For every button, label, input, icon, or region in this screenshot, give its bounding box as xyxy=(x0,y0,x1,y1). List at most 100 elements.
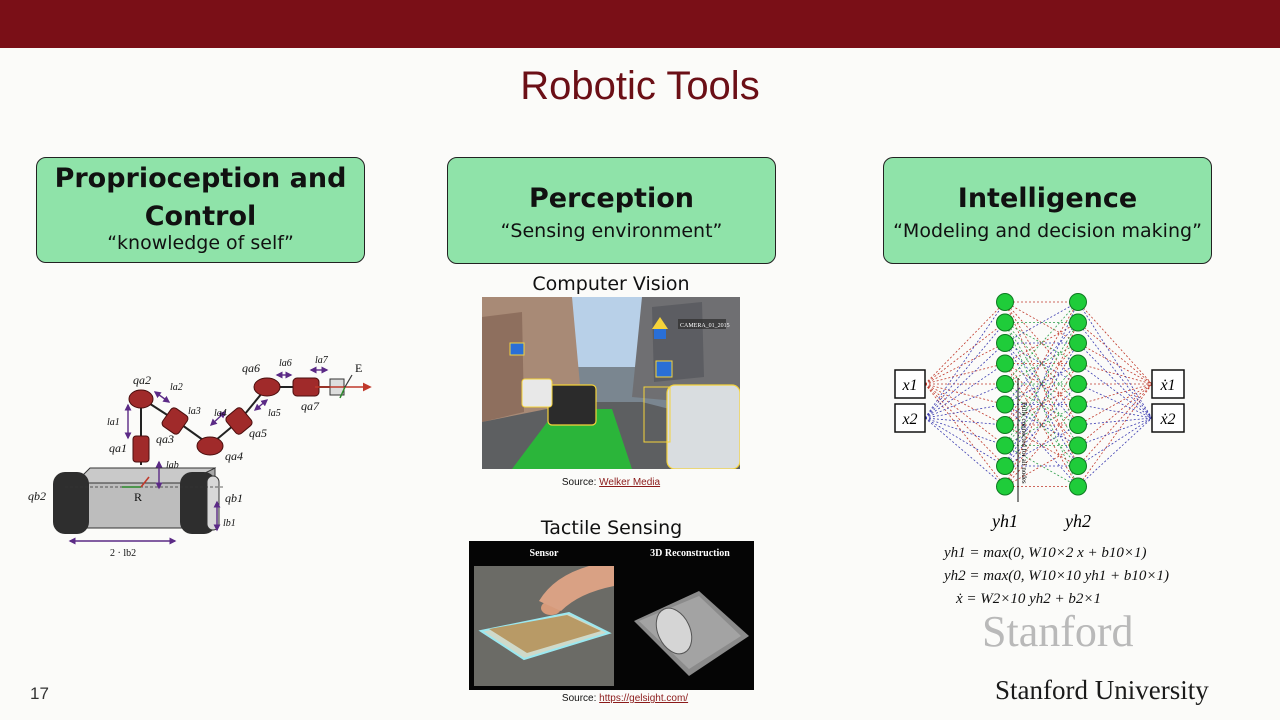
nn-edge xyxy=(924,301,1006,419)
nn-edge xyxy=(1077,322,1153,385)
nn-edge xyxy=(924,383,1006,446)
equation-3: ẋ = W2×10 yh2 + b2×1 xyxy=(956,591,1102,607)
nn-connection-note: Fully connected for all nodes xyxy=(1020,402,1028,484)
robot-joints xyxy=(128,377,320,463)
robot-base xyxy=(53,467,225,534)
nn-edge xyxy=(924,363,1006,385)
nn-node-layer1 xyxy=(996,395,1014,414)
nn-node-layer2 xyxy=(1069,293,1087,311)
nn-node-layer2 xyxy=(1069,354,1087,373)
equation-1: yh1 = max(0, W10×2 x + b10×1) xyxy=(944,545,1147,561)
proprioception-heading-line1: Proprioception and xyxy=(54,163,347,194)
label-la5: la5 xyxy=(268,408,281,419)
tactile-source-prefix: Source: xyxy=(561,693,600,704)
label-la1: la1 xyxy=(107,417,120,428)
label-la4: la4 xyxy=(214,408,227,419)
tactile-sensor-label: Sensor xyxy=(530,548,559,559)
nn-node-layer2 xyxy=(1069,416,1087,434)
label-R: R xyxy=(134,490,142,504)
nn-nodes xyxy=(996,293,1087,496)
nn-edge xyxy=(1004,322,1079,487)
output-xdot1: ẋ1 xyxy=(1159,377,1175,394)
top-banner xyxy=(0,0,1280,48)
nn-edge xyxy=(1004,301,1079,467)
output-box-xdot1 xyxy=(1151,369,1185,399)
nn-edge xyxy=(1077,383,1153,405)
nn-edge xyxy=(924,383,1006,426)
nn-node-layer1 xyxy=(996,436,1014,455)
nn-edge xyxy=(1077,417,1153,487)
nn-edge xyxy=(924,417,1006,426)
nn-edge xyxy=(1004,445,1079,487)
nn-node-layer1 xyxy=(996,354,1014,373)
nn-edge xyxy=(924,417,1006,467)
nn-edge xyxy=(1077,342,1153,385)
nn-edge xyxy=(924,417,1006,487)
tactile-sensing-caption: Tactile Sensing xyxy=(540,517,683,539)
nn-edge xyxy=(1077,383,1153,487)
nn-node-layer1 xyxy=(996,416,1014,434)
nn-edge xyxy=(1077,404,1153,419)
nn-node-layer2 xyxy=(1069,395,1087,414)
nn-node-layer1 xyxy=(996,293,1014,311)
nn-edge xyxy=(1077,342,1153,419)
nn-edge xyxy=(924,383,1006,405)
nn-edge xyxy=(1077,322,1153,419)
intelligence-box: Intelligence “Modeling and decision maki… xyxy=(883,157,1212,264)
intelligence-heading: Intelligence xyxy=(957,183,1138,214)
nn-edge xyxy=(924,383,1006,467)
nn-edge xyxy=(924,322,1006,419)
nn-connections xyxy=(924,301,1153,487)
label-la6: la6 xyxy=(279,358,292,369)
label-qa6: qa6 xyxy=(242,361,260,375)
hidden-label-yh2: yh2 xyxy=(1063,511,1091,531)
nn-edge xyxy=(924,322,1006,385)
nn-edge xyxy=(924,383,1006,487)
nn-edge xyxy=(1077,417,1153,467)
computer-vision-caption: Computer Vision xyxy=(532,273,690,295)
nn-edge xyxy=(924,404,1006,419)
cv-source-link[interactable]: Welker Media xyxy=(599,477,661,488)
perception-subtitle: “Sensing environment” xyxy=(500,220,723,242)
nn-edge xyxy=(1077,301,1153,385)
tactile-source: Source: https://gelsight.com/ xyxy=(469,693,781,704)
perception-heading: Perception xyxy=(529,183,694,214)
nn-edge xyxy=(1077,417,1153,426)
intelligence-subtitle: “Modeling and decision making” xyxy=(893,220,1202,242)
nn-edge xyxy=(1077,417,1153,446)
nn-node-layer1 xyxy=(996,477,1014,496)
label-la7: la7 xyxy=(315,355,329,366)
nn-edge xyxy=(1077,383,1153,426)
input-box-x1 xyxy=(894,369,926,399)
label-lb1: lb1 xyxy=(223,518,236,529)
nn-node-layer1 xyxy=(996,375,1014,393)
nn-node-layer2 xyxy=(1069,313,1087,332)
cv-source: Source: Welker Media xyxy=(482,477,740,488)
nn-node-layer2 xyxy=(1069,457,1087,475)
neural-network-diagram: x1 x2 ẋ1 ẋ2 Fully connected for all node… xyxy=(894,293,1185,531)
nn-edge xyxy=(1077,363,1153,419)
nn-edge xyxy=(1077,383,1153,419)
nn-node-layer2 xyxy=(1069,436,1087,455)
label-qa3: qa3 xyxy=(156,432,174,446)
nn-node-layer1 xyxy=(996,457,1014,475)
input-x2: x2 xyxy=(901,411,917,428)
nn-edge xyxy=(924,383,1006,419)
nn-node-layer1 xyxy=(996,313,1014,332)
output-xdot2: ẋ2 xyxy=(1159,411,1175,428)
proprioception-box: Proprioception and Control “knowledge of… xyxy=(36,157,365,263)
label-la2: la2 xyxy=(170,382,183,393)
nn-node-layer2 xyxy=(1069,334,1087,352)
output-box-xdot2 xyxy=(1151,403,1185,433)
nn-edge xyxy=(1077,301,1153,419)
tactile-source-link[interactable]: https://gelsight.com/ xyxy=(599,693,689,704)
nn-edge xyxy=(1077,383,1153,446)
nn-edge xyxy=(924,417,1006,446)
label-qa2: qa2 xyxy=(133,373,151,387)
computer-vision-image: CAMERA_01_2015 xyxy=(482,297,740,469)
label-E: E xyxy=(355,361,362,375)
label-qa1: qa1 xyxy=(109,441,127,455)
input-box-x2 xyxy=(894,403,926,433)
page-number: 17 xyxy=(30,684,49,703)
tactile-sensing-image: Sensor 3D Reconstruction xyxy=(469,541,754,690)
